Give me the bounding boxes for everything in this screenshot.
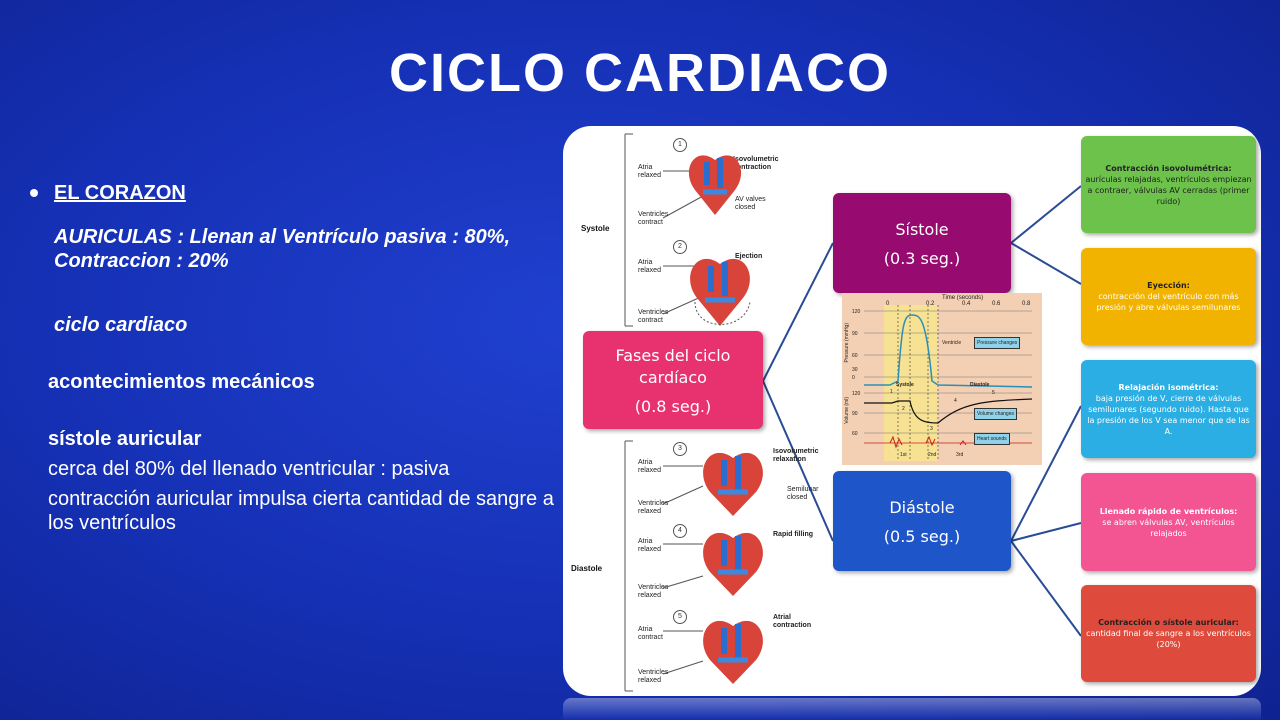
box-head: Contracción o sístole auricular: [1098,618,1239,627]
box-head: Relajación isométrica: [1118,382,1219,392]
time-tick: 0.8 [1022,301,1031,307]
box-llenado-rapido: Llenado rápido de ventrículos: se abren … [1081,473,1256,571]
box-head: Eyección: [1147,281,1190,290]
heart-illustration [703,532,763,596]
step-marker: 1 [673,138,687,152]
contraccion-text: contracción auricular impulsa cierta can… [48,488,554,534]
card-reflection [563,698,1261,720]
time-tick: 0.2 [926,301,935,307]
pressure-tick: 30 [852,367,858,373]
auriculas-text: AURICULAS : Llenan al Ventrículo pasiva … [54,226,511,272]
wiggers-marker: 2 [902,406,905,412]
time-axis-title: Time (seconds) [942,295,984,301]
volume-tick: 120 [852,391,861,397]
acontecimientos-text: acontecimientos mecánicos [48,371,315,393]
ventricles-relaxed-label: Ventricles relaxed [638,584,669,599]
heart-illustration [703,620,763,684]
pressure-changes-label: Pressure changes [974,337,1021,349]
time-tick: 0.4 [962,301,971,307]
diastole-sub: (0.5 seg.) [883,526,961,546]
heart-sounds-label: Heart sounds [974,433,1010,445]
bullet-corazon: EL CORAZON [30,181,186,205]
atria-relaxed-label: Atria relaxed [638,259,661,274]
step-marker: 3 [673,442,687,456]
box-head: Contracción isovolumétrica: [1105,163,1232,173]
box-body: aurículas relajadas, ventrículos empieza… [1085,174,1252,206]
step-marker: 2 [673,240,687,254]
box-body: contracción del ventrículo con más presi… [1096,292,1241,312]
av-valves-closed-label: AV valves closed [735,196,766,211]
wiggers-marker: 1 [890,389,893,395]
ventricle-label: Ventricle [942,340,962,346]
ventricles-contract-label: Ventricles contract [638,309,669,324]
pressure-tick: 90 [852,331,858,337]
heart-illustration [690,258,751,326]
phase-isovolumetric-contraction: Isovolumetric contraction [733,156,779,171]
sistole-box: Sístole (0.3 seg.) [833,193,1011,293]
ventricles-relaxed-label: Ventricles relaxed [638,669,669,684]
box-sistole-auricular: Contracción o sístole auricular: cantida… [1081,585,1256,682]
ciclo-text: ciclo cardiaco [54,314,188,336]
fases-title: Fases del ciclo cardíaco [615,345,731,387]
wiggers-marker: 3 [930,426,933,432]
phase-rapid-filling: Rapid filling [773,531,814,538]
box-head: Llenado rápido de ventrículos: [1099,506,1238,516]
volume-changes-label: Volume changes [974,408,1017,420]
diagram-card: Systole Diastole 1 2 3 4 5 Atria relaxed… [563,126,1261,696]
phase-atrial-contraction: Atrial contraction [773,614,812,629]
systole-label: Systole [581,224,610,233]
heart-illustration [688,155,742,215]
fases-sub: (0.8 seg.) [634,396,712,416]
sistole-sub: (0.3 seg.) [883,248,961,268]
box-body: baja presión de V, cierre de válvulas se… [1087,393,1250,436]
wiggers-svg [864,305,1033,461]
phase-isovolumetric-relaxation: Isovolumetric relaxation [773,448,819,463]
diastole-chart-label: Diastole [970,382,990,388]
ventricles-contract-label: Ventricles contract [638,211,669,226]
bullet-label: EL CORAZON [54,182,186,204]
box-body: cantidad final de sangre a los ventrícul… [1086,629,1251,649]
atria-relaxed-label: Atria relaxed [638,164,661,179]
atria-relaxed-label: Atria relaxed [638,538,661,553]
diastole-box: Diástole (0.5 seg.) [833,471,1011,571]
step-marker: 4 [673,524,687,538]
pressure-tick: 0 [852,375,855,381]
pressure-axis-title: Pressure (mmHg) [844,323,850,363]
wiggers-marker: 5 [992,390,995,396]
wiggers-marker: 4 [954,398,957,404]
pressure-tick: 120 [852,309,861,315]
connector-lines [624,133,1082,692]
box-body: se abren válvulas AV, ventrículos relaja… [1102,517,1235,538]
atria-relaxed-label: Atria relaxed [638,459,661,474]
volume-axis-title: Volume (ml) [844,397,850,424]
volume-tick: 90 [852,411,858,417]
sistole-title: Sístole [895,219,949,239]
atria-contract-label: Atria contract [638,626,663,641]
time-tick: 0 [886,301,890,307]
diastole-title: Diástole [889,497,955,517]
phase-ejection: Ejection [735,253,763,260]
box-eyeccion: Eyección: contracción del ventrículo con… [1081,248,1256,345]
sound-label: 3rd [956,452,964,458]
heart-illustration [703,452,763,516]
pressure-tick: 60 [852,353,858,359]
bullet-dot [30,189,38,197]
semilunar-closed-label: Semilunar closed [787,486,819,501]
wiggers-diagram: Time (seconds) 0 0.2 0.4 0.6 0.8 Pressur… [842,293,1042,465]
box-relajacion-isometrica: Relajación isométrica: baja presión de V… [1081,360,1256,458]
systole-chart-label: Systole [896,382,914,388]
diastole-label: Diastole [571,564,603,573]
time-tick: 0.6 [992,301,1001,307]
box-contraccion-isovolumetrica: Contracción isovolumétrica: aurículas re… [1081,136,1256,233]
llenado-text: cerca del 80% del llenado ventricular : … [48,458,450,480]
sistole-auricular-text: sístole auricular [48,428,202,450]
ventricles-relaxed-label: Ventricles relaxed [638,500,669,515]
slide-title: CICLO CARDIACO [389,43,891,103]
volume-tick: 60 [852,431,858,437]
sound-label: 1st [900,452,907,458]
step-marker: 5 [673,610,687,624]
sound-label: 2nd [928,452,937,458]
fases-box: Fases del ciclo cardíaco (0.8 seg.) [583,331,763,429]
